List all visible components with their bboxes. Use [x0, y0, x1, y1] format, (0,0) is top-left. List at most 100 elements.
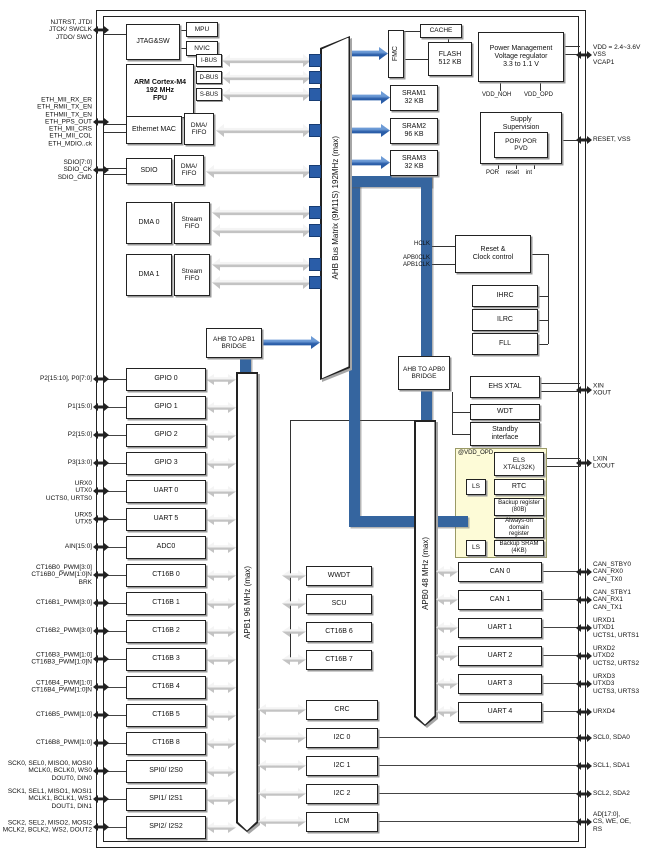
- apb0-bus-label: APB0 48 MHz (max): [420, 536, 430, 610]
- apb0-mid-arrows: [282, 570, 306, 665]
- pin-label: CT16B8_PWM[1:0]: [36, 739, 92, 747]
- pin-label: AIN[15:0]: [64, 543, 92, 551]
- pin-label: URX0 UTX0 UCTS0, URTS0: [45, 480, 92, 502]
- pin-arrow-icon: [576, 50, 592, 59]
- pin-arrow-icon: [576, 459, 592, 467]
- pin-label: URXD1 UTXD1 UCTS1, URTS1: [593, 617, 640, 639]
- apb0-bus: APB0 48 MHz (max): [414, 420, 436, 726]
- bus-arrow: [206, 710, 236, 721]
- fmc-label: FMC: [391, 46, 399, 62]
- pin-arrow-icon: [93, 403, 109, 411]
- connector-line: [544, 466, 580, 467]
- connector-line: [104, 124, 126, 125]
- block-crc: CRC: [306, 700, 378, 720]
- dbus-port-label: D-BUS: [196, 71, 222, 84]
- block-fmc: FMC: [388, 30, 404, 78]
- pin-label: P3[13:0]: [67, 459, 92, 467]
- block-reset-clock-control: Reset & Clock control: [455, 235, 531, 273]
- pin-arrow-icon: [93, 794, 109, 803]
- pin-arrow-icon: [93, 655, 109, 663]
- chip-outer-border: [96, 10, 586, 848]
- bus-arrow: [258, 704, 306, 715]
- ahb-bus-matrix: AHB Bus Matrix (9M11S) 192MHz (max): [320, 36, 350, 380]
- connector-line: [544, 458, 580, 459]
- peripheral-column-mid: WWDT SCU CT16B 6 CT16B 7: [306, 566, 372, 670]
- bus-arrow: [206, 570, 236, 581]
- pin-group-reset: RESET, VSS: [576, 136, 631, 144]
- peripheral-column-left: GPIO 0 GPIO 1 GPIO 2 GPIO 3 UART 0 UART …: [126, 368, 206, 839]
- block-ihrc: IHRC: [472, 285, 538, 307]
- bus-arrow: [206, 738, 236, 749]
- pin-label: AD[17:0], CS, WE, OE, RS: [593, 811, 631, 833]
- block-scu: SCU: [306, 594, 372, 614]
- p in-arrow-icon: [93, 599, 109, 607]
- block-adc0: ADC0: [126, 536, 206, 559]
- pin-arrow-icon: [576, 651, 592, 660]
- pin-arrow-icon: [93, 459, 109, 467]
- connector-line: [448, 38, 449, 42]
- block-els-xtal: ELS XTAL(32K): [494, 452, 544, 476]
- block-ct16b0: CT16B 0: [126, 564, 206, 587]
- connector-line: [404, 31, 420, 32]
- bus-arrow: [206, 458, 236, 469]
- block-ct16b5: CT16B 5: [126, 704, 206, 727]
- bus-master-port: [309, 54, 321, 67]
- block-ct16b4: CT16B 4: [126, 676, 206, 699]
- block-rtc: RTC: [494, 479, 544, 495]
- bus-arrow: [436, 566, 458, 577]
- pin-label: URXD2 UTXD2 UCTS2, URTS2: [593, 645, 640, 667]
- block-ct16b6: CT16B 6: [306, 622, 372, 642]
- pin-group-lxin: LXIN LXOUT: [576, 456, 615, 471]
- connector-line: [452, 392, 453, 434]
- block-ahb-apb0-bridge: AHB TO APB0 BRIDGE: [398, 356, 450, 390]
- pin-arrow-icon: [93, 25, 109, 34]
- pin-group-spi0: SCK0, SEL0, MISO0, MOSI0 MCLK0, BCLK0, W…: [8, 760, 109, 782]
- connector-line: [531, 254, 548, 255]
- block-dma1: DMA 1: [126, 254, 172, 296]
- connector-line: [104, 132, 126, 133]
- pin-group-uart3: URXD3 UTXD3 UCTS3, URTS3: [576, 673, 639, 695]
- pin-group-lcm: AD[17:0], CS, WE, OE, RS: [576, 811, 631, 833]
- bus-arrow: [258, 760, 306, 771]
- bridge0-apb0-link: [421, 390, 432, 420]
- block-cache: CACHE: [420, 24, 462, 38]
- bus-arrow: [206, 514, 236, 525]
- bus-arrow: [206, 626, 236, 637]
- pin-arrow-icon: [93, 570, 109, 579]
- pin-arrow-icon: [576, 623, 592, 632]
- pin-label: ETH_MII_RX_ER ETH_RMII_TX_EN ETHMII_TX_E…: [37, 96, 92, 148]
- bus-arrow: [206, 654, 236, 665]
- block-uart4: UART 4: [458, 702, 542, 722]
- block-ct16b8: CT16B 8: [126, 732, 206, 755]
- block-can0: CAN 0: [458, 562, 542, 582]
- block-ls-1: LS: [466, 479, 486, 495]
- block-sdio: SDIO: [126, 158, 172, 184]
- ahb-blue-route-bridge0: [421, 176, 432, 356]
- connector-line: [452, 434, 470, 435]
- block-eth-dma-fifo: DMA/ FIFO: [184, 113, 214, 145]
- pin-group-can0: CAN_STBY0 CAN_RX0 CAN_TX0: [576, 561, 631, 583]
- chip-inner-border: [103, 16, 579, 842]
- connector-lines-left: [104, 374, 126, 834]
- block-mpu: MPU: [186, 22, 218, 37]
- block-gpio3: GPIO 3: [126, 452, 206, 475]
- block-dma0: DMA 0: [126, 202, 172, 244]
- connector-line: [452, 412, 470, 413]
- connector-line: [562, 140, 580, 141]
- block-ls-2: LS: [466, 540, 486, 556]
- pin-arrow-icon: [93, 739, 109, 747]
- ahb-bus-matrix-label: AHB Bus Matrix (9M11S) 192MHz (max): [330, 136, 340, 280]
- pin-arrow-icon: [576, 817, 592, 826]
- block-sram2: SRAM2 96 KB: [390, 118, 438, 144]
- pin-arrow-icon: [93, 823, 109, 831]
- bus-arrow: [206, 794, 236, 805]
- block-sram3: SRAM3 32 KB: [390, 150, 438, 176]
- pin-arrow-icon: [93, 627, 109, 635]
- pin-arrow-icon: [576, 567, 592, 576]
- pin-arrow-icon: [93, 766, 109, 775]
- pin-group-uart4: URXD4: [576, 708, 615, 716]
- connector-line: [432, 264, 455, 265]
- connector-line: [180, 48, 186, 49]
- pin-arrow-icon: [93, 486, 109, 495]
- connector-line: [432, 246, 455, 247]
